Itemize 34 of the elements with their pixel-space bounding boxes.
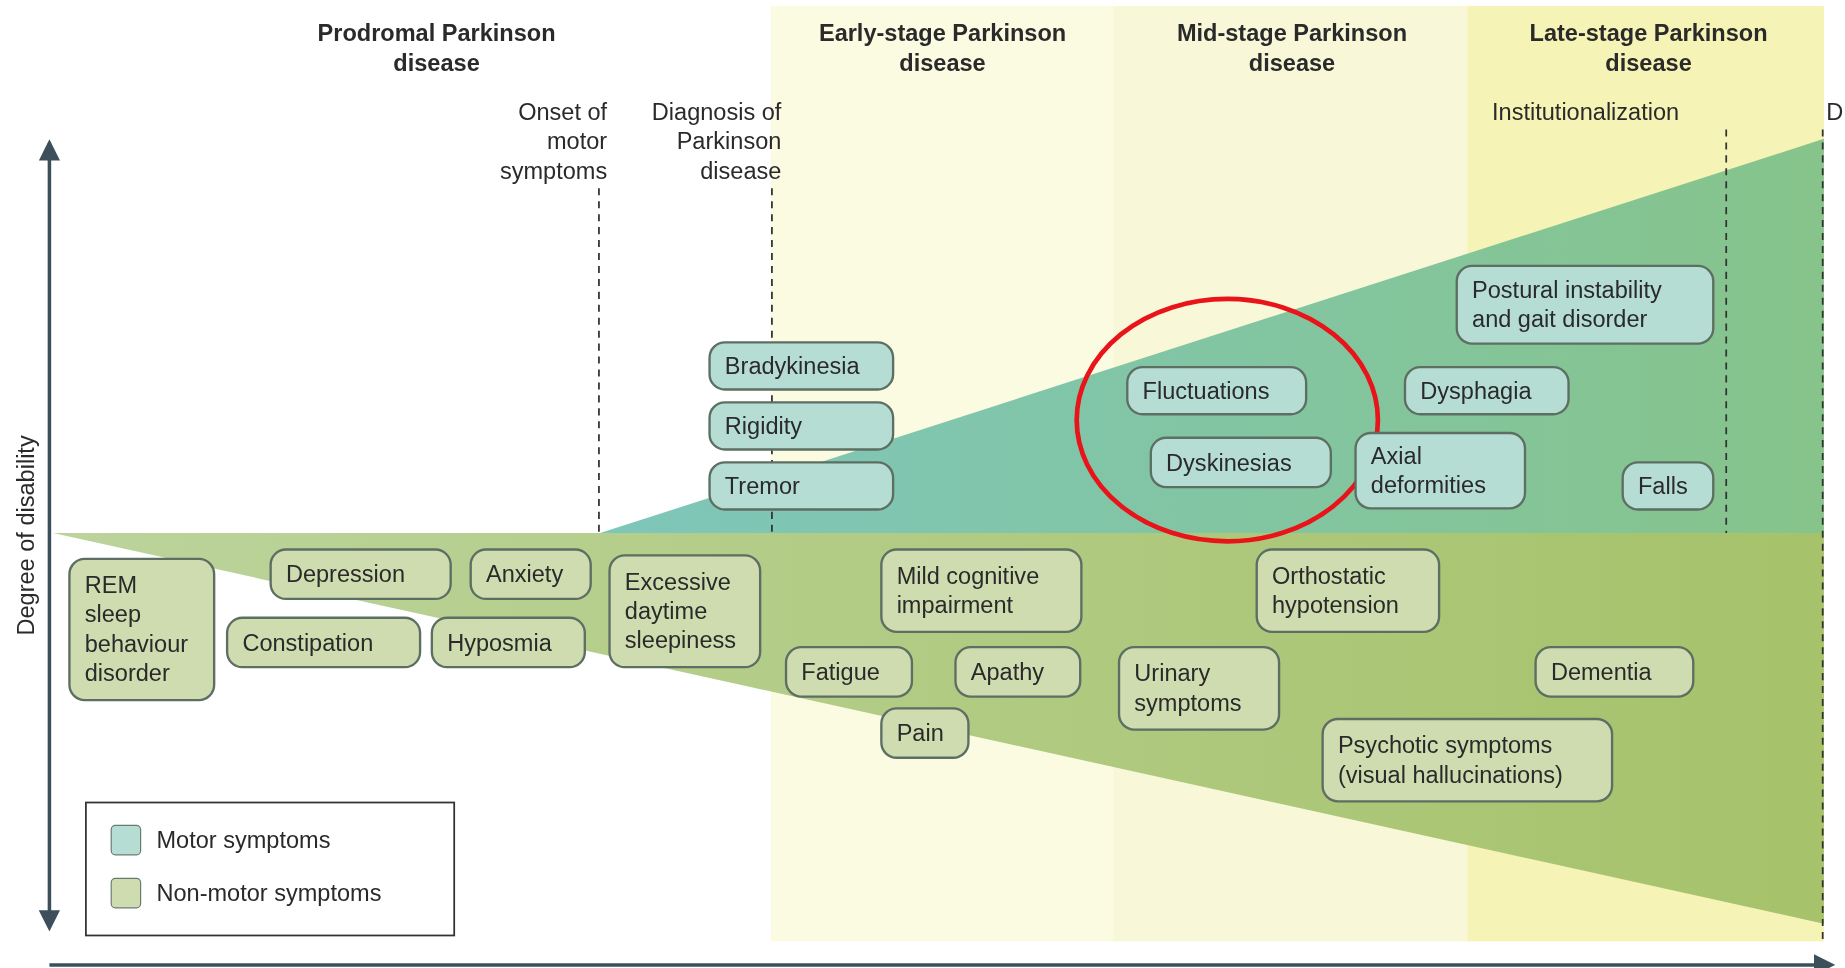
symptom-box: Axial deformities xyxy=(1354,431,1527,510)
symptom-box: Falls xyxy=(1621,461,1715,511)
symptom-box: REM sleep behaviour disorder xyxy=(68,557,216,702)
symptom-box: Depression xyxy=(269,548,452,601)
stage-heading: Prodromal Parkinson disease xyxy=(316,19,557,78)
stage-heading: Early-stage Parkinson disease xyxy=(817,19,1068,78)
symptom-box: Bradykinesia xyxy=(708,341,895,391)
milestone-label: Onset of motor symptoms xyxy=(498,97,608,186)
symptom-box: Psychotic symptoms (visual hallucinations) xyxy=(1321,717,1614,803)
symptom-box: Anxiety xyxy=(469,548,592,601)
symptom-box: Dysphagia xyxy=(1403,365,1570,416)
symptom-box: Mild cognitive impairment xyxy=(880,548,1083,634)
symptom-box: Pain xyxy=(880,707,970,759)
symptom-box: Fatigue xyxy=(784,646,914,698)
legend-text: Non-motor symptoms xyxy=(156,879,382,909)
stage-heading: Late-stage Parkinson disease xyxy=(1528,19,1769,78)
symptom-box: Apathy xyxy=(954,646,1082,698)
symptom-box: Urinary symptoms xyxy=(1117,646,1281,731)
symptom-box: Orthostatic hypotension xyxy=(1255,548,1441,634)
symptom-box: Dyskinesias xyxy=(1149,436,1332,489)
symptom-box: Rigidity xyxy=(708,401,895,451)
symptom-box: Dementia xyxy=(1534,646,1695,698)
stage-heading: Mid-stage Parkinson disease xyxy=(1175,19,1409,78)
legend-text: Motor symptoms xyxy=(156,826,331,856)
symptom-box: Fluctuations xyxy=(1126,365,1308,416)
symptom-box: Hyposmia xyxy=(430,616,586,669)
symptom-box: Tremor xyxy=(708,461,895,511)
symptom-box: Constipation xyxy=(225,616,422,669)
symptom-box: Excessive daytime sleepiness xyxy=(608,554,762,669)
milestone-label: Institutionalization xyxy=(1492,97,1680,127)
milestone-label: D xyxy=(1826,97,1844,127)
axis-label: Degree of disability xyxy=(11,435,40,636)
symptom-box: Postural instability and gait disorder xyxy=(1455,264,1715,345)
milestone-label: Diagnosis of Parkinson disease xyxy=(650,97,782,186)
